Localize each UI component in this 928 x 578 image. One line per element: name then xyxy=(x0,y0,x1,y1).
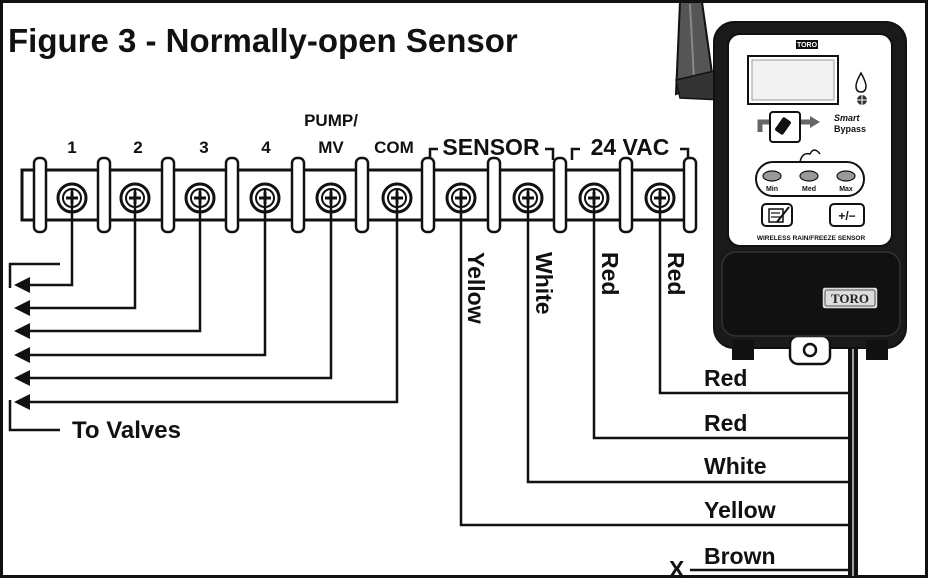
med-label: Med xyxy=(802,186,816,193)
terminal-label-com: COM xyxy=(374,138,414,157)
terminal-divider xyxy=(354,156,370,234)
wire-zone-2 xyxy=(30,190,137,310)
wire-zone-1 xyxy=(30,190,74,287)
smart-label: Smart xyxy=(834,113,861,123)
wire-white xyxy=(526,190,850,484)
wire-label-white-vertical: White xyxy=(531,252,557,315)
max-label: Max xyxy=(839,186,853,193)
plus-minus-label: +/− xyxy=(838,209,855,223)
sensor-cable-bundle xyxy=(848,340,858,576)
sensor-bracket xyxy=(428,147,555,160)
wire-label-white: White xyxy=(704,453,767,479)
wire-label-yellow: Yellow xyxy=(704,497,776,523)
valve-arrows xyxy=(14,277,30,410)
terminal-divider xyxy=(290,156,306,234)
arrow-zone-1 xyxy=(14,277,30,293)
unit-caption: WIRELESS RAIN/FREEZE SENSOR xyxy=(757,235,866,242)
plus-minus-button[interactable]: +/− xyxy=(829,203,865,227)
terminal-divider xyxy=(96,156,112,234)
terminal-divider xyxy=(682,156,698,234)
terminal-label-1: 1 xyxy=(67,138,76,157)
terminal-divider xyxy=(486,156,502,234)
brand-badge-top-text: TORO xyxy=(797,42,818,49)
toro-logo-text: TORO xyxy=(831,291,869,306)
arrow-zone-4 xyxy=(14,347,30,363)
terminal-label-mv: MV xyxy=(318,138,344,157)
valve-wires xyxy=(30,190,399,404)
droplet-icon xyxy=(855,71,867,93)
snowflake-icon xyxy=(856,94,868,106)
wire-pump-mv xyxy=(30,190,333,380)
terminal-label-2: 2 xyxy=(133,138,142,157)
max-indicator xyxy=(836,170,856,182)
wire-label-yellow-vertical: Yellow xyxy=(463,252,489,324)
wire-yellow xyxy=(459,190,850,527)
wire-red-2 xyxy=(658,190,850,395)
wire-label-red-1: Red xyxy=(704,365,747,391)
wire-label-red-vertical-1: Red xyxy=(597,252,623,295)
min-label: Min xyxy=(766,186,778,193)
wire-label-brown: Brown xyxy=(704,543,776,569)
sensor-group-label: SENSOR xyxy=(442,134,540,160)
sensor-wires xyxy=(459,190,850,572)
bypass-label: Bypass xyxy=(834,124,866,134)
terminal-label-pump: PUMP/ xyxy=(304,111,358,130)
bypass-icon xyxy=(757,111,820,143)
sensor-unit: TORO Smart Bypass Min Me xyxy=(713,21,907,366)
mount-tab xyxy=(788,334,832,366)
cap-marker: X xyxy=(669,556,685,578)
terminal-divider xyxy=(32,156,48,234)
toro-logo xyxy=(821,286,879,310)
wire-red-1 xyxy=(592,190,850,440)
terminal-divider xyxy=(420,156,436,234)
terminal-divider xyxy=(552,156,568,234)
med-indicator xyxy=(799,170,819,182)
terminal-divider xyxy=(618,156,634,234)
wire-label-red-vertical-2: Red xyxy=(663,252,689,295)
arrow-zone-2 xyxy=(14,300,30,316)
arrow-zone-3 xyxy=(14,323,30,339)
arrow-common xyxy=(14,394,30,410)
figure-title: Figure 3 - Normally-open Sensor xyxy=(8,22,518,59)
wire-label-red-2: Red xyxy=(704,410,747,436)
arrow-pump-mv xyxy=(14,370,30,386)
min-indicator xyxy=(762,170,782,182)
terminal-divider xyxy=(160,156,176,234)
edit-button[interactable] xyxy=(761,203,793,227)
sensitivity-panel xyxy=(755,149,865,197)
valves-bracket xyxy=(8,262,60,432)
wire-zone-4 xyxy=(30,190,267,357)
terminal-label-4: 4 xyxy=(261,138,271,157)
terminal-label-3: 3 xyxy=(199,138,208,157)
valves-label: To Valves xyxy=(72,417,181,444)
antenna xyxy=(674,0,723,101)
brand-badge-top xyxy=(796,40,818,49)
vac-group-label: 24 VAC xyxy=(591,134,670,160)
wire-zone-3 xyxy=(30,190,202,333)
vac-bracket xyxy=(570,147,690,160)
terminal-divider xyxy=(224,156,240,234)
wire-common xyxy=(30,190,399,404)
